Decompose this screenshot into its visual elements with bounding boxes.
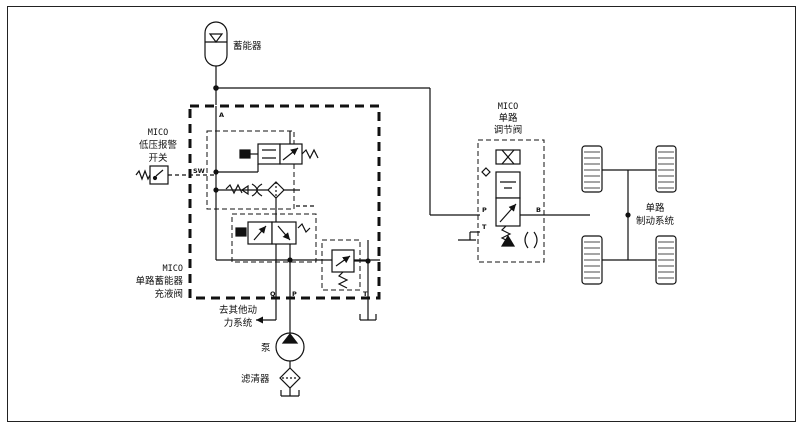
modulating-valve-brand: MICO (498, 102, 518, 112)
port-t-label: T (363, 290, 368, 298)
low-pressure-switch-label-2: 开关 (148, 152, 168, 164)
other-system-label-1: 去其他动 (219, 304, 257, 316)
pump-symbol (275, 332, 305, 368)
port-a-label: A (219, 111, 224, 119)
filter-label: 滤清器 (241, 373, 270, 385)
modulating-port-b-label: B (536, 206, 541, 214)
modulating-valve-boundary (477, 139, 545, 263)
accumulator-label: 蓄能器 (233, 40, 262, 52)
modulating-port-t-label: T (482, 223, 487, 231)
low-pressure-switch-label-1: 低压报警 (139, 139, 178, 151)
brake-system-label-1: 单路 (645, 202, 665, 214)
charging-valve-label-1: 单路蓄能器 (135, 275, 183, 287)
port-p-label: P (292, 290, 297, 298)
port-q-label: Q (270, 290, 276, 298)
modulating-valve-label-1: 单路 (498, 112, 518, 124)
pump-label: 泵 (261, 343, 271, 354)
port-sw-label: SW (193, 167, 205, 175)
charging-valve-boundary (188, 104, 381, 300)
charging-valve-brand: MICO (163, 264, 183, 274)
brake-system-symbol (581, 145, 677, 285)
filter-symbol (279, 367, 301, 397)
low-pressure-switch-brand: MICO (148, 128, 168, 138)
other-system-label-2: 力系统 (224, 317, 253, 329)
accumulator-symbol (204, 21, 228, 105)
charging-valve-label-2: 充液阀 (154, 288, 183, 300)
modulating-valve-label-2: 调节阀 (494, 124, 523, 136)
modulating-port-p-label: P (482, 206, 487, 214)
brake-system-label-2: 制动系统 (636, 215, 675, 227)
diagram-frame (7, 6, 796, 422)
low-pressure-switch-symbol (135, 165, 216, 185)
